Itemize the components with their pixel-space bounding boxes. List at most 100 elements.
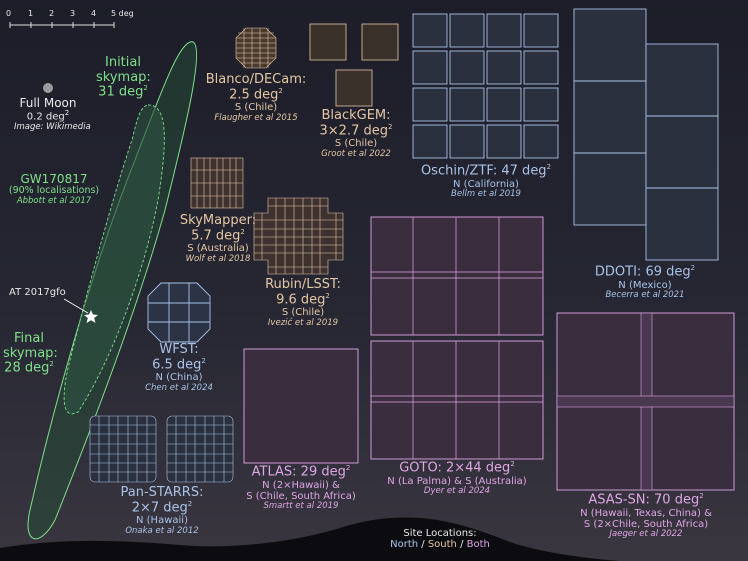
gw-initial-label-1: Initial [105,55,141,70]
gw-initial-label-2: skymap: [96,69,151,85]
legend-both: Both [466,539,490,551]
skymapper-name: SkyMapper: [179,213,257,228]
pan-starrs-name: Pan-STARRS: [120,485,204,500]
gw-event-block: GW170817 (90% localisations) Abbott et a… [2,172,106,207]
blackgem-site: S (Chile) [334,138,378,150]
legend-separator-2: / [456,539,467,551]
ztf-site: N (California) [453,178,519,190]
legend-title: Site Locations: [403,528,477,539]
asas-sn-fov [556,312,735,491]
gw-final-label: Final skymap: 28 deg2 [3,331,58,376]
goto-area-sup: 2 [510,460,515,468]
blanco-decam-fov [235,27,277,69]
atlas-site-2: S (Chile, South Africa) [246,491,356,503]
wfst-area: 6.5 deg [152,356,202,372]
gw-final-label-1: Final [14,331,44,346]
goto-label: GOTO: 2×44 deg2 N (La Palma) & S (Austra… [372,460,542,497]
goto-site: N (La Palma) & S (Australia) [387,475,527,487]
wfst-site: N (China) [155,372,203,384]
lsst-ref: Ivezić et al 2019 [267,317,339,328]
asas-sn-label: ASAS-SN: 70 deg2 N (Hawaii, Texas, China… [560,492,732,540]
gw-initial-area-sup: 2 [143,84,148,93]
site-legend: Site Locations: North / South / Both [380,528,500,550]
blackgem-ref: Groot et al 2022 [321,148,391,159]
gw-initial-area: 31 deg [98,84,144,100]
gw-final-label-2: skymap: [3,345,58,361]
moon-area-sup: 2 [64,109,70,118]
legend-separator-1: / [418,539,428,551]
moon-block: Full Moon 0.2 deg2 Image: Wikimedia [14,96,91,132]
wfst-name: WFST: [159,342,199,357]
ddoti-fov [573,8,719,261]
blanco-area-sup: 2 [278,86,283,95]
gw-final-skymap [63,104,165,415]
blanco-ref: Flaugher et al 2015 [214,112,298,123]
legend-south: South [427,539,457,551]
scale-tick-0: 0 [6,9,12,18]
wfst-fov [147,282,211,343]
pan-starrs-label: Pan-STARRS: 2×7 deg2 N (Hawaii) Onaka et… [112,485,212,536]
lsst-label: Rubin/LSST: 9.6 deg2 S (Chile) Ivezić et… [252,277,354,328]
goto-fov [370,216,544,460]
moon-icon [43,83,53,93]
moon-credit: Image: Wikimedia [14,121,91,132]
blackgem-label: BlackGEM: 3×2.7 deg2 S (Chile) Groot et … [306,108,406,159]
blanco-site: S (Chile) [234,102,278,114]
wfst-area-sup: 2 [201,356,206,365]
blanco-label: Blanco/DECam: 2.5 deg2 S (Chile) Flaughe… [200,72,312,123]
lsst-area-sup: 2 [325,291,330,300]
atlas-label: ATLAS: 29 deg2 N (2×Hawaii) & S (Chile, … [236,464,366,512]
ddoti-site: N (Mexico) [618,279,672,291]
ztf-area-sup: 2 [546,163,552,171]
scale-tick-3: 3 [70,9,76,18]
goto-name: GOTO: 2×44 deg [399,460,511,476]
skymapper-ref: Wolf et al 2018 [185,253,251,264]
rubin-lsst-fov [253,197,344,275]
gw-final-area: 28 deg [4,360,50,376]
atlas-fov [243,348,359,464]
ztf-name: Oschin/ZTF: 47 deg [420,163,547,179]
pan-starrs-ref: Onaka et al 2012 [125,525,199,536]
skymapper-area-sup: 2 [240,227,245,236]
blackgem-name: BlackGEM: [321,108,391,123]
ztf-ref: Bellm et al 2019 [451,189,521,200]
scale-tick-2: 2 [49,9,55,18]
transient-star-icon [84,310,98,323]
gw-note: (90% localisations) [8,185,100,197]
pan-starrs-area-sup: 2 [187,499,193,508]
scale-tick-1: 1 [28,9,34,18]
pan-starrs-area: 2×7 deg [131,499,188,515]
ground-silhouette [0,517,620,561]
atlas-name: ATLAS: 29 deg [251,464,346,480]
gw-initial-label: Initial skymap: 31 deg2 [96,55,151,100]
oschin-ztf-fov [412,13,559,159]
transient-label: AT 2017gfo [9,287,66,298]
blanco-name: Blanco/DECam: [205,72,307,87]
blanco-area: 2.5 deg [229,86,279,102]
moon-area: 0.2 deg [26,111,65,123]
asas-sn-area-sup: 2 [699,492,704,500]
blackgem-area: 3×2.7 deg [319,122,388,138]
asas-sn-ref: Jaeger et al 2022 [609,529,683,540]
atlas-area-sup: 2 [345,464,351,472]
scale-end-label: 5 deg [111,9,134,18]
transient-pointer [63,298,89,314]
skymapper-fov [190,157,244,209]
ztf-label: Oschin/ZTF: 47 deg2 N (California) Bellm… [406,163,566,200]
lsst-area: 9.6 deg [276,291,326,307]
moon-name: Full Moon [19,96,77,110]
lsst-site: S (Chile) [281,307,325,319]
ddoti-ref: Becerra et al 2021 [605,290,685,301]
skymapper-label: SkyMapper: 5.7 deg2 S (Australia) Wolf e… [168,213,268,264]
pan-starrs-site: N (Hawaii) [136,515,188,527]
wfst-label: WFST: 6.5 deg2 N (China) Chen et al 2024 [132,342,226,393]
blackgem-fov [309,23,399,107]
pan-starrs-fov [89,415,234,483]
atlas-ref: Smartt et al 2019 [263,501,339,512]
asas-sn-site-1: N (Hawaii, Texas, China) & [580,507,712,519]
lsst-name: Rubin/LSST: [265,277,341,292]
atlas-site-1: N (2×Hawaii) & [262,479,340,491]
blackgem-area-sup: 2 [388,122,393,131]
skymapper-site: S (Australia) [187,243,249,255]
asas-sn-name: ASAS-SN: 70 deg [588,492,700,508]
